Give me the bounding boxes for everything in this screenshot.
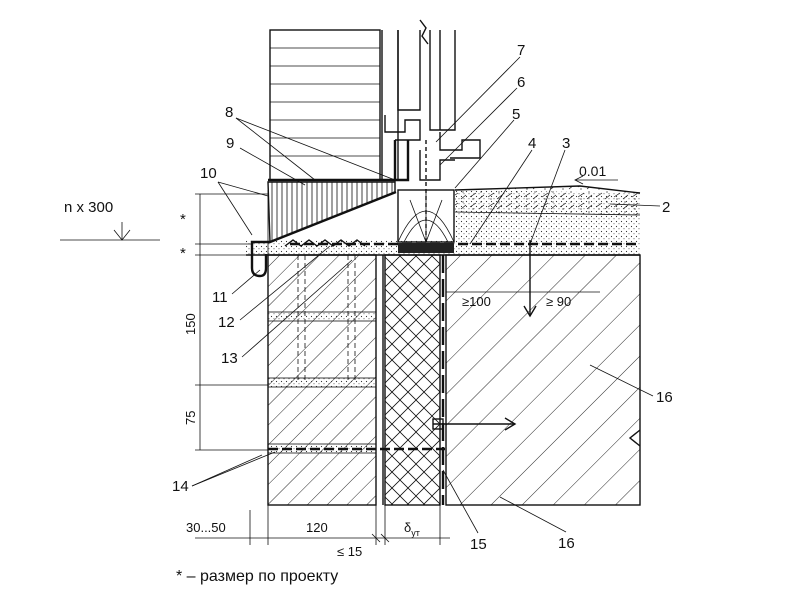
callout-8: 8 [225, 104, 233, 121]
window-sill-drip [250, 178, 397, 278]
callout-6: 6 [517, 74, 525, 91]
footnote: * – размер по проекту [176, 568, 339, 585]
callout-16-bottom: 16 [558, 535, 575, 552]
dimension-lines [60, 175, 618, 545]
callout-labels: 7 6 5 4 3 2 8 9 10 11 12 13 14 15 16 16 [172, 42, 673, 553]
callout-5: 5 [512, 106, 520, 123]
sill-layers [246, 140, 641, 256]
masonry-wall [267, 254, 445, 506]
callout-13: 13 [221, 350, 238, 367]
callout-15: 15 [470, 536, 487, 553]
callout-2: 2 [662, 199, 670, 216]
dim-row-pitch: n x 300 [64, 199, 113, 216]
dim-height-150: 150 [183, 313, 198, 335]
dim-anchor-100: ≥100 [462, 294, 491, 309]
callout-12: 12 [218, 314, 235, 331]
dim-insulation-thickness: δут [404, 520, 420, 538]
callout-14: 14 [172, 478, 189, 495]
leader-lines [191, 56, 661, 534]
dim-height-75: 75 [183, 411, 198, 425]
insulation-layer [384, 254, 445, 506]
callout-10: 10 [200, 165, 217, 182]
dim-width-120: 120 [306, 520, 328, 535]
callout-9: 9 [226, 135, 234, 152]
dim-star-bottom: * [180, 245, 186, 262]
callout-16-right: 16 [656, 389, 673, 406]
callout-11: 11 [212, 289, 228, 306]
load-bearing-wall [432, 240, 641, 506]
dim-star-top: * [180, 211, 186, 228]
dim-anchor-90: ≥ 90 [546, 294, 571, 309]
dim-slope: 0.01 [579, 163, 606, 179]
dim-gap-15: ≤ 15 [337, 544, 362, 559]
dim-width-30-50: 30...50 [186, 520, 226, 535]
callout-4: 4 [528, 135, 536, 152]
dimension-labels: n x 300 * * 150 75 30...50 120 ≤ 15 δут … [64, 163, 606, 559]
callout-3: 3 [562, 135, 570, 152]
callout-7: 7 [517, 42, 525, 59]
